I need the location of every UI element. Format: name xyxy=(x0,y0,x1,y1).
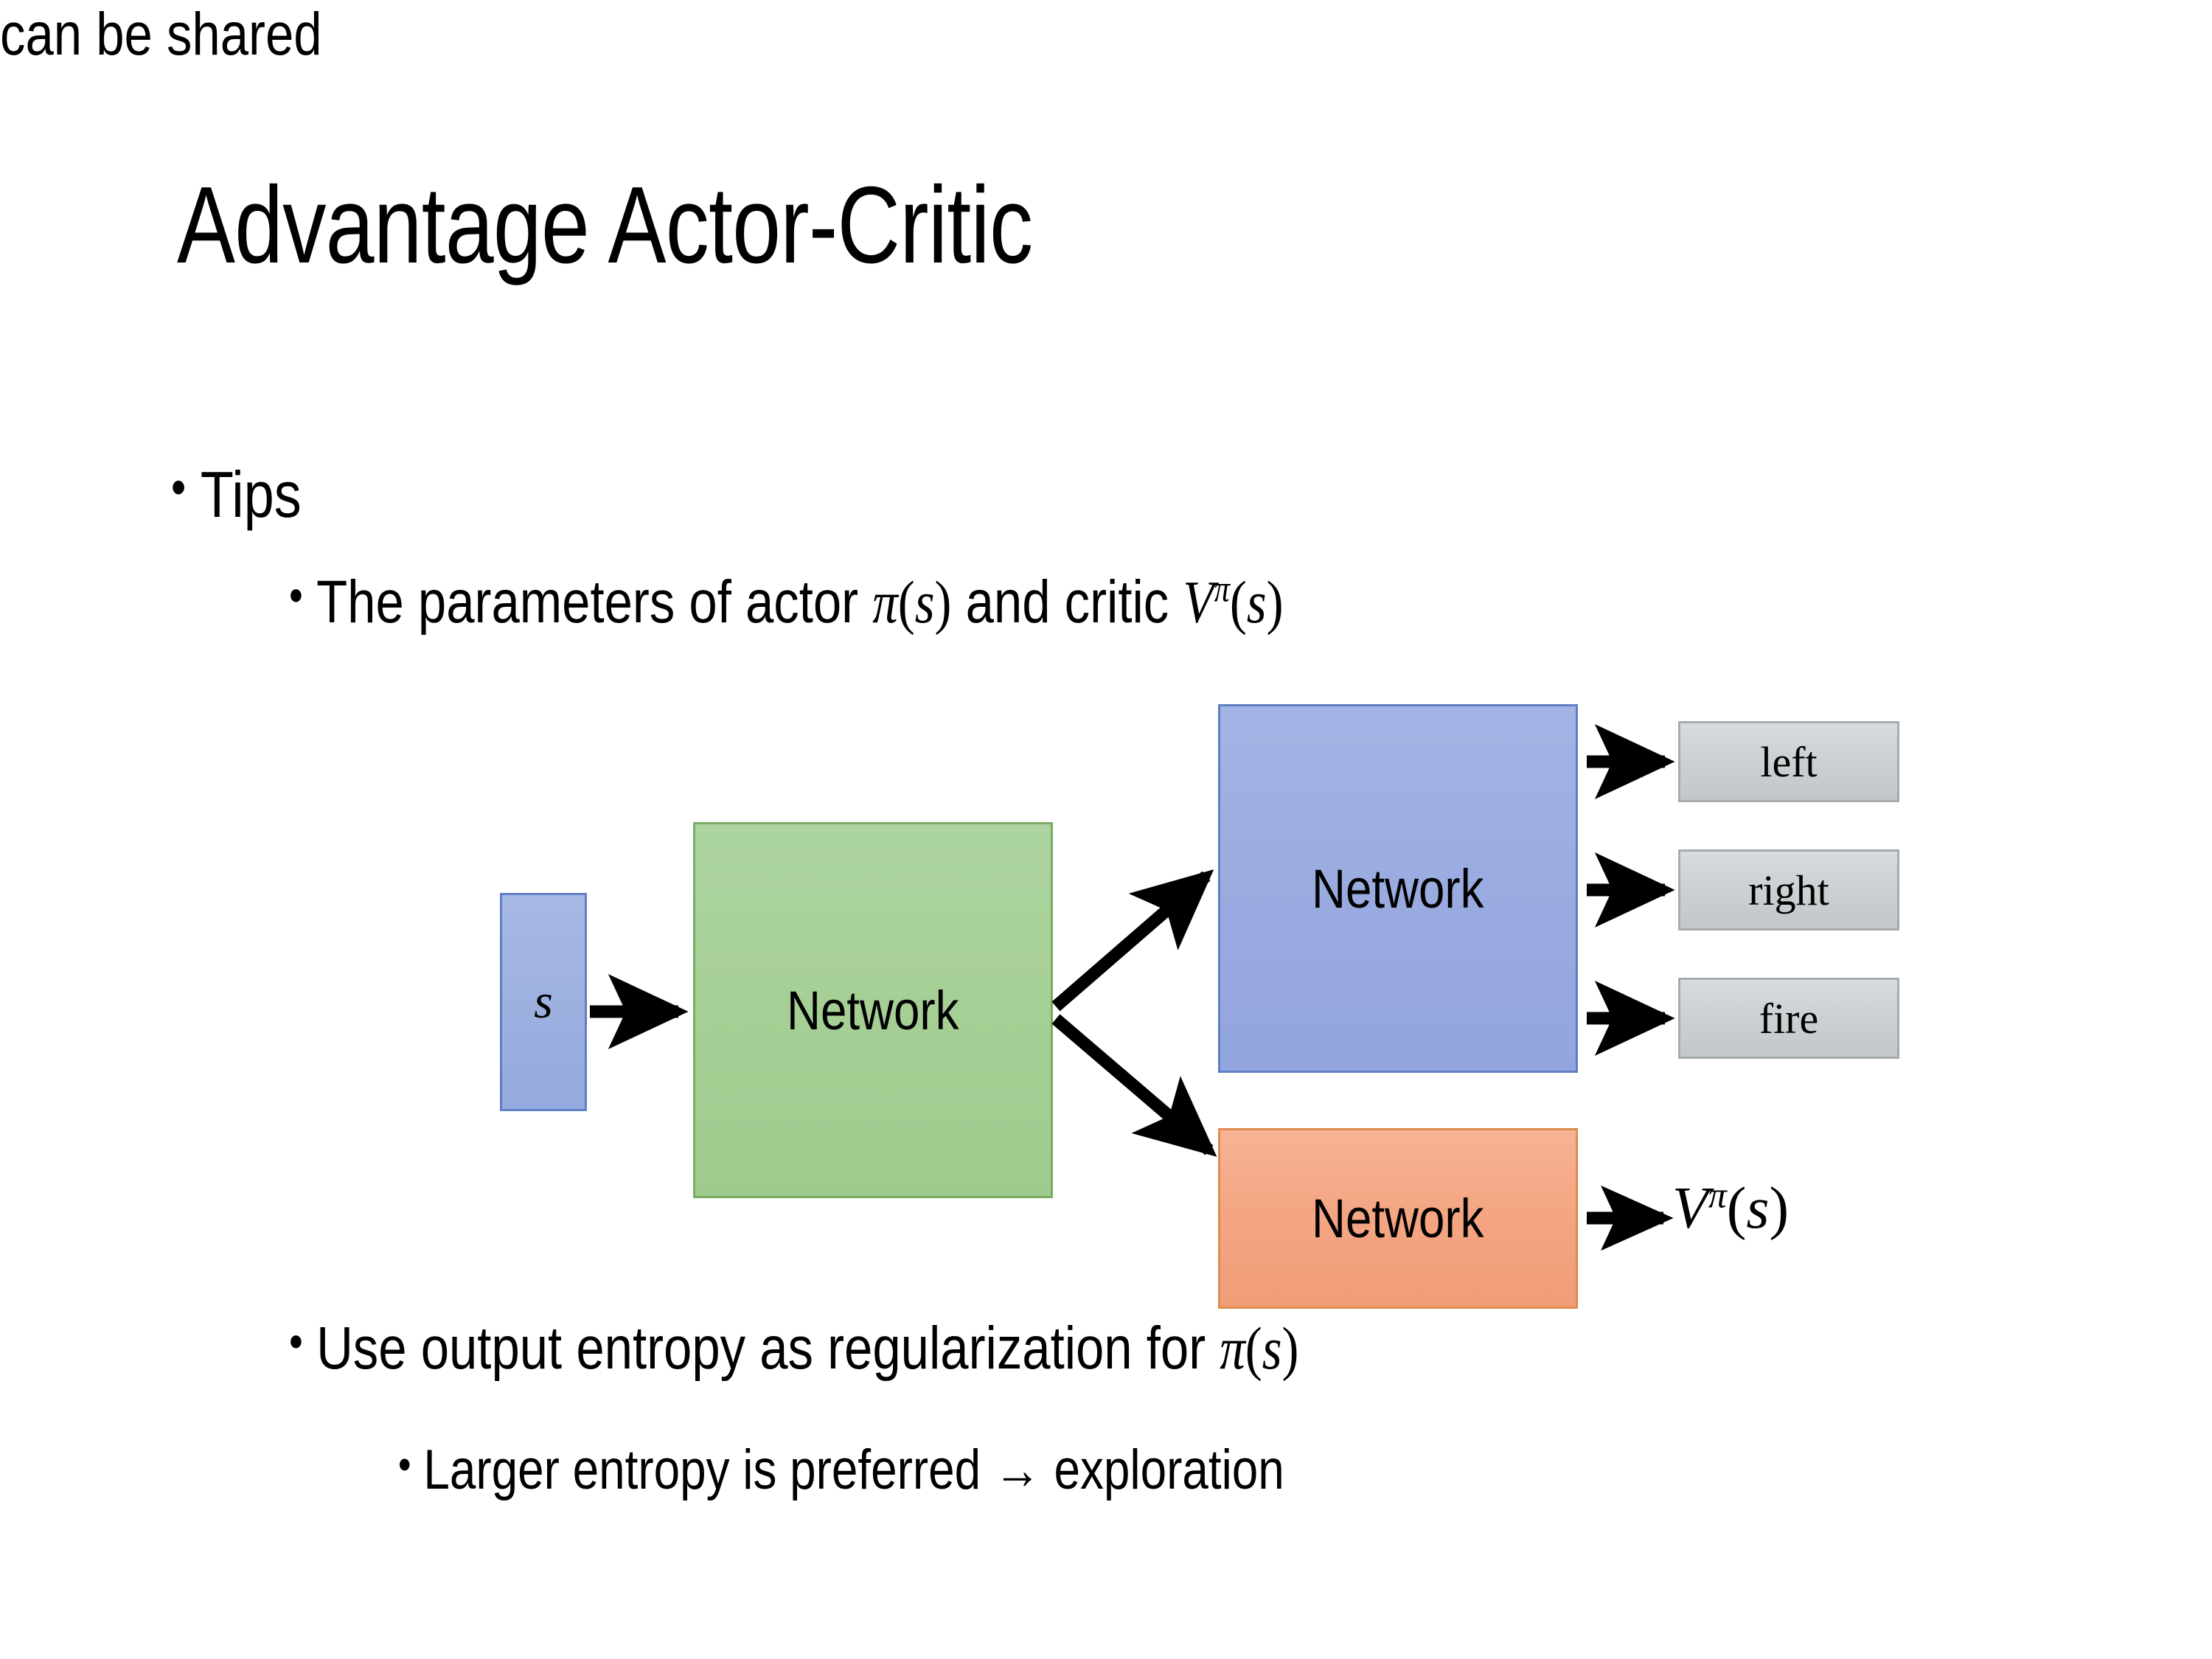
math-arg-s: s xyxy=(1746,1176,1770,1241)
bullet-marker-icon: • xyxy=(171,458,187,515)
shared-network-box[interactable]: Network xyxy=(693,822,1053,1198)
action-label-right: right xyxy=(1748,866,1829,914)
math-close-paren: ) xyxy=(1281,1315,1299,1382)
bullet-shared-parameters-line2: can be shared xyxy=(0,1,322,68)
math-pi-symbol: π xyxy=(872,568,898,636)
arrow-shared-to-critic xyxy=(1051,1014,1217,1157)
input-state-box[interactable]: s xyxy=(500,893,587,1111)
bullet-entropy-text: Use output entropy as regularization for… xyxy=(316,1314,1298,1383)
math-v-superscript-pi: π xyxy=(1708,1175,1727,1216)
arrow-shared-to-actor xyxy=(1051,869,1214,1012)
bullet-marker-icon: • xyxy=(289,1315,303,1368)
bullet-entropy-regularization: • Use output entropy as regularization f… xyxy=(289,1314,1299,1383)
math-v-superscript-pi: π xyxy=(1214,568,1230,610)
math-open-paren: ( xyxy=(1245,1315,1262,1382)
math-open-paren: ( xyxy=(1726,1176,1747,1241)
action-label-fire: fire xyxy=(1759,994,1819,1043)
math-v-symbol: V xyxy=(1672,1176,1708,1241)
action-box-right[interactable]: right xyxy=(1678,849,1899,931)
bullet-tips-label: Tips xyxy=(200,458,302,531)
bullet-marker-icon: • xyxy=(398,1439,411,1489)
text-entropy-prefix: Use output entropy as regularization for xyxy=(316,1315,1220,1382)
bullet-shared-parameters-text: The parameters of actor π(s) and critic … xyxy=(316,568,1283,637)
critic-network-label: Network xyxy=(1312,1188,1484,1249)
bullet-larger-entropy-label: Larger entropy is preferred → exploratio… xyxy=(423,1439,1284,1501)
action-box-fire[interactable]: fire xyxy=(1678,978,1899,1059)
bullet-shared-parameters: • The parameters of actor π(s) and criti… xyxy=(289,568,1284,637)
text-parameters-prefix: The parameters of actor xyxy=(316,568,873,636)
input-state-label: s xyxy=(534,975,553,1029)
math-open-paren: ( xyxy=(1229,568,1247,636)
page-title: Advantage Actor-Critic xyxy=(177,164,1033,286)
math-close-paren: ) xyxy=(1266,568,1284,636)
text-parameters-middle: and critic xyxy=(951,568,1183,636)
bullet-tips: • Tips xyxy=(171,457,302,532)
actor-network-box[interactable]: Network xyxy=(1218,704,1578,1073)
bullet-larger-entropy: • Larger entropy is preferred → explorat… xyxy=(398,1438,1284,1502)
action-box-left[interactable]: left xyxy=(1678,721,1899,802)
actor-network-label: Network xyxy=(1312,858,1484,919)
action-label-left: left xyxy=(1760,737,1818,786)
math-arg-s: s xyxy=(1246,568,1267,636)
math-open-paren: ( xyxy=(897,568,915,636)
math-v-symbol: V xyxy=(1183,568,1214,636)
math-close-paren: ) xyxy=(934,568,952,636)
bullet-marker-icon: • xyxy=(289,568,303,622)
math-arg-s: s xyxy=(1262,1315,1282,1382)
value-output-label: Vπ(s) xyxy=(1672,1174,1789,1242)
math-pi-symbol: π xyxy=(1220,1315,1245,1382)
critic-network-box[interactable]: Network xyxy=(1218,1128,1578,1309)
shared-network-label: Network xyxy=(787,979,959,1041)
math-close-paren: ) xyxy=(1769,1176,1790,1241)
math-arg-s: s xyxy=(914,568,935,636)
